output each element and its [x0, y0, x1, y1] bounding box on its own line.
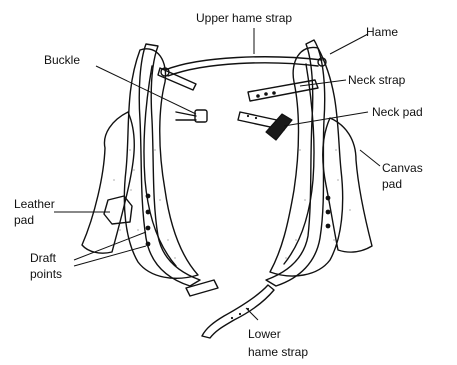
label-neck-strap: Neck strap	[348, 73, 406, 87]
label-lower-hame-strap-line1: Lower	[248, 327, 281, 341]
label-leather-pad-line2: pad	[14, 213, 34, 227]
label-neck-pad: Neck pad	[372, 105, 423, 119]
canvas-pad-right	[323, 118, 372, 252]
label-canvas-pad-line1: Canvas	[382, 161, 423, 175]
draft-points-right	[326, 196, 331, 229]
buckle	[195, 110, 207, 122]
leader-hame	[330, 34, 368, 54]
label-hame: Hame	[366, 25, 398, 39]
label-canvas-pad-line2: pad	[382, 177, 402, 191]
label-lower-hame-strap-line2: hame strap	[248, 345, 308, 359]
label-upper-hame-strap: Upper hame strap	[196, 11, 292, 25]
hame-right	[266, 40, 325, 286]
leader-canvas-pad	[360, 150, 380, 166]
label-draft-points-line1: Draft	[30, 251, 57, 265]
leader-neck-pad	[284, 112, 368, 126]
leather-pad	[104, 196, 132, 224]
label-draft-points-line2: points	[30, 267, 62, 281]
canvas-pad-left	[82, 112, 134, 253]
neck-strap	[248, 80, 318, 101]
label-leather-pad-line1: Leather	[14, 197, 55, 211]
label-buckle: Buckle	[44, 53, 80, 67]
